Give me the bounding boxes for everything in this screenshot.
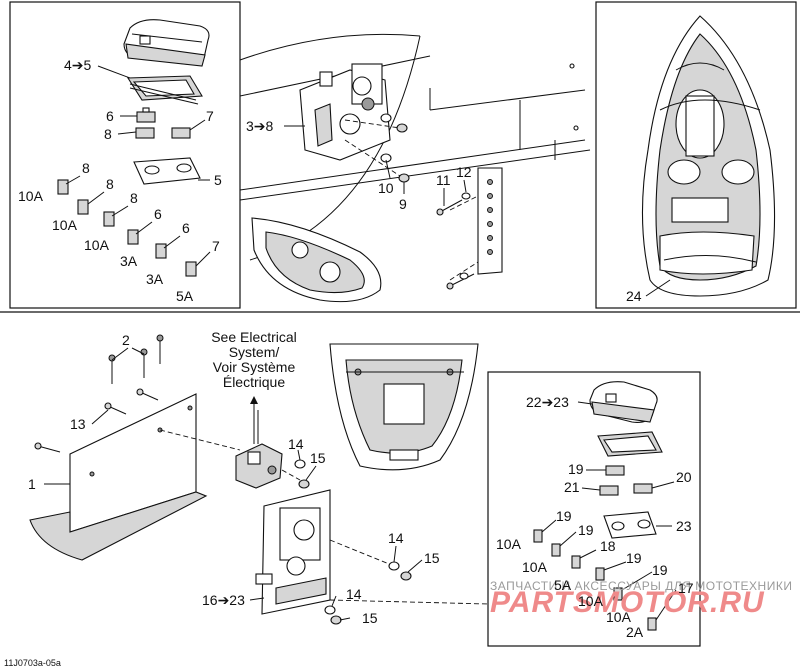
watermark-line2: PARTSMOTOR.RU [490, 586, 765, 619]
blade-fuses-right [533, 529, 657, 631]
callout-10a: 10A [522, 559, 548, 575]
callout-10a: 10A [606, 609, 632, 625]
callout-7: 7 [206, 108, 214, 124]
callout-19: 19 [578, 522, 594, 538]
boat-small-view [251, 217, 382, 303]
callout-16-to-23: 16➔23 [202, 592, 245, 608]
callout-21: 21 [564, 479, 580, 495]
note-line-4: Électrique [223, 374, 285, 390]
figure-code: 11J0703a-05a [4, 658, 61, 668]
callout-3a: 3A [146, 271, 164, 287]
hull-rear-view [329, 343, 479, 471]
callout-24: 24 [626, 288, 642, 304]
callout-3-to-8: 3➔8 [246, 118, 274, 134]
fuse-box-cover [123, 19, 210, 67]
callout-10: 10 [378, 180, 394, 196]
callout-9: 9 [399, 196, 407, 212]
box-bracket-bottom [255, 489, 489, 625]
callout-6: 6 [182, 220, 190, 236]
callout-1: 1 [28, 476, 36, 492]
panel-frames [0, 1, 800, 647]
callout-7: 7 [212, 238, 220, 254]
callout-8: 8 [82, 160, 90, 176]
leader-line-24 [645, 279, 671, 297]
callout-14: 14 [346, 586, 362, 602]
connector-module [235, 410, 310, 489]
callout-8: 8 [106, 176, 114, 192]
callout-5a: 5A [554, 577, 572, 593]
leader-lines-top-left [65, 65, 211, 267]
callout-labels: 4➔5 6 7 8 5 8 10A 8 10A 8 10A 6 3A 6 3A … [18, 57, 694, 640]
callout-13: 13 [70, 416, 86, 432]
callout-8: 8 [130, 190, 138, 206]
blade-fuses-left [57, 179, 197, 277]
callout-15: 15 [424, 550, 440, 566]
washers-nuts-top [344, 113, 410, 183]
callout-17: 17 [678, 580, 694, 596]
leader-lines-bottom-right [541, 401, 677, 621]
callout-10a: 10A [578, 593, 604, 609]
callout-10a: 10A [52, 217, 78, 233]
callout-15: 15 [362, 610, 378, 626]
callout-22-to-23: 22➔23 [526, 394, 569, 410]
leader-lines-top-center [284, 125, 467, 206]
callout-10a: 10A [496, 536, 522, 552]
callout-2: 2 [122, 332, 130, 348]
callout-3a: 3A [120, 253, 138, 269]
callout-19: 19 [556, 508, 572, 524]
callout-19: 19 [652, 562, 668, 578]
callout-19: 19 [626, 550, 642, 566]
fuse-holders-2 [599, 465, 653, 496]
callout-8: 8 [104, 126, 112, 142]
note-arrow [250, 396, 258, 444]
terminal-strip [449, 100, 556, 281]
callout-11: 11 [436, 172, 451, 188]
watermark-line1: ЗАПЧАСТИ И АКСЕССУАРЫ ДЛЯ МОТОТЕХНИКИ [490, 579, 792, 593]
electrical-box-bracket [299, 63, 391, 161]
note-line-3: Voir Système [213, 359, 296, 375]
callout-4-to-5: 4➔5 [64, 57, 92, 73]
fuse-bracket-2 [603, 511, 657, 539]
callout-19: 19 [568, 461, 584, 477]
callout-14: 14 [388, 530, 404, 546]
callout-10a: 10A [18, 188, 44, 204]
screws-top [436, 63, 579, 290]
callout-20: 20 [676, 469, 692, 485]
callout-14: 14 [288, 436, 304, 452]
mounting-plate [29, 393, 208, 561]
callout-12: 12 [456, 164, 472, 180]
callout-5a: 5A [176, 288, 194, 304]
fuse-bracket [133, 157, 201, 185]
boat-top-view [641, 15, 776, 297]
watermark: ЗАПЧАСТИ И АКСЕССУАРЫ ДЛЯ МОТОТЕХНИКИ PA… [490, 579, 792, 619]
note-line-1: See Electrical [211, 329, 297, 345]
electrical-note: See Electrical System/ Voir Système Élec… [211, 329, 297, 390]
note-line-2: System/ [229, 344, 280, 360]
fuse-box-gasket [127, 75, 203, 105]
callout-15: 15 [310, 450, 326, 466]
callout-23: 23 [676, 518, 692, 534]
callout-18: 18 [600, 538, 616, 554]
callout-6: 6 [106, 108, 114, 124]
callout-10a: 10A [84, 237, 110, 253]
callout-5: 5 [214, 172, 222, 188]
fuse-holder-small [135, 107, 191, 139]
fuse-box-cover-2 [589, 381, 658, 423]
leader-lines-bottom-left [44, 347, 423, 621]
rivets-and-screws [34, 334, 241, 453]
callout-6: 6 [154, 206, 162, 222]
callout-2a: 2A [626, 624, 644, 640]
fuse-box-gasket-2 [597, 431, 663, 457]
